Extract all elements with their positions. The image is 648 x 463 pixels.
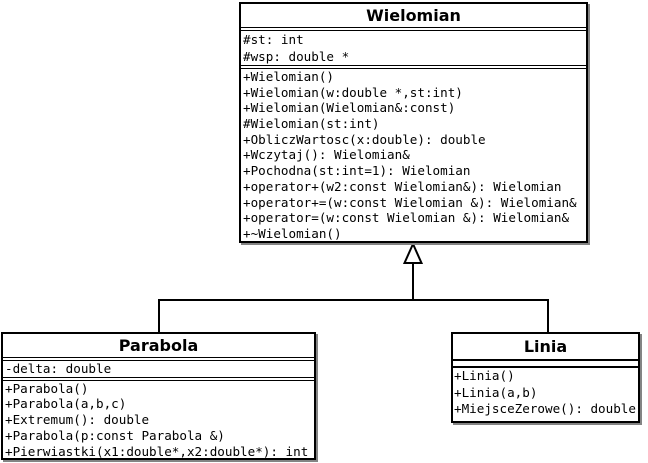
method-item: +Parabola(p:const Parabola &) [5, 427, 225, 443]
attributes-compartment-empty [453, 359, 638, 366]
method-item: +Pierwiastki(x1:double*,x2:double*): int [5, 443, 309, 458]
class-box-parabola[interactable]: Parabola -delta: double +Parabola() +Par… [1, 332, 316, 460]
methods-compartment: +Wielomian() +Wielomian(w:double *,st:in… [241, 64, 586, 241]
method-item: +Wielomian(Wielomian&:const) [243, 100, 456, 116]
generalization-arrowhead [402, 241, 424, 264]
class-name-linia: Linia [523, 337, 568, 356]
class-box-wielomian[interactable]: Wielomian #st: int #wsp: double * +Wielo… [239, 2, 588, 243]
methods-compartment: +Linia() +Linia(a,b) +MiejsceZerowe(): d… [453, 366, 638, 421]
method-item: +~Wielomian() [243, 225, 342, 241]
method-item: +operator=(w:const Wielomian &): Wielomi… [243, 210, 570, 226]
method-item: +Pochodna(st:int=1): Wielomian [243, 163, 471, 179]
attribute-item: -delta: double [5, 361, 112, 376]
method-item: +ObliczWartosc(x:double): double [243, 131, 486, 147]
class-name-parabola: Parabola [118, 336, 199, 355]
method-item: +Wielomian(w:double *,st:int) [243, 84, 463, 100]
attributes-compartment: -delta: double [3, 357, 314, 377]
generalization-stem-line [158, 263, 549, 333]
method-item: +operator+=(w:const Wielomian &): Wielom… [243, 194, 577, 210]
attributes-compartment: #st: int #wsp: double * [241, 27, 586, 65]
method-item: +Linia(a,b) [454, 384, 538, 400]
attribute-item: #wsp: double * [243, 49, 350, 64]
method-item: +Extremum(): double [5, 412, 150, 428]
method-item: +Linia() [454, 368, 515, 383]
method-item: #Wielomian(st:int) [243, 115, 380, 131]
class-name-wielomian: Wielomian [366, 6, 461, 25]
class-box-linia[interactable]: Linia +Linia() +Linia(a,b) +MiejsceZerow… [451, 332, 640, 423]
method-item: +operator+(w2:const Wielomian&): Wielomi… [243, 178, 562, 194]
method-item: +Parabola() [5, 380, 89, 396]
method-item: +Wielomian() [243, 68, 334, 84]
method-item: +Parabola(a,b,c) [5, 396, 127, 412]
method-item: +Wczytaj(): Wielomian& [243, 147, 410, 163]
attribute-item: #st: int [243, 32, 304, 47]
methods-compartment: +Parabola() +Parabola(a,b,c) +Extremum()… [3, 376, 314, 458]
method-item: +MiejsceZerowe(): double [454, 401, 636, 416]
